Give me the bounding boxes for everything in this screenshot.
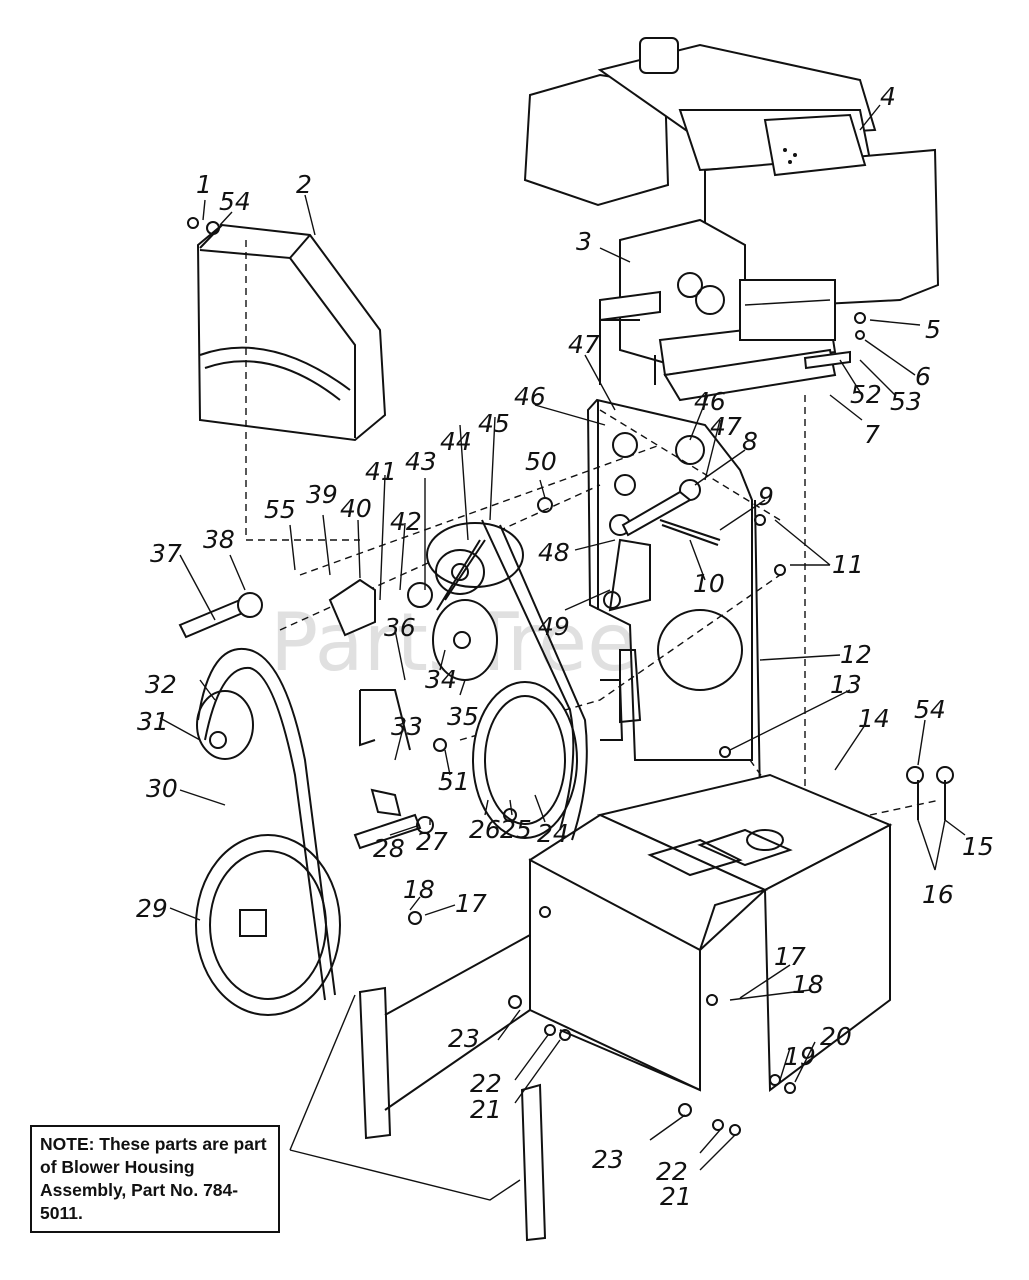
callout-40: 40 xyxy=(340,494,372,523)
callout-45: 45 xyxy=(478,409,510,438)
callout-27: 27 xyxy=(416,827,448,856)
callout-35: 35 xyxy=(447,702,479,731)
callout-5: 5 xyxy=(925,315,941,344)
frame-hole xyxy=(657,609,743,691)
callout-52: 52 xyxy=(850,380,882,409)
callout-16: 16 xyxy=(922,880,954,909)
pulley-24 xyxy=(472,681,578,839)
callout-42: 42 xyxy=(390,507,422,536)
bolt-28 xyxy=(353,813,422,850)
callout-50: 50 xyxy=(525,447,557,476)
callout-23-b: 23 xyxy=(592,1145,624,1174)
pulley-32 xyxy=(196,690,254,760)
callout-54-b: 54 xyxy=(914,695,946,724)
callout-29: 29 xyxy=(136,894,168,923)
callout-2: 2 xyxy=(296,170,312,199)
callout-38: 38 xyxy=(203,525,235,554)
callout-21-a: 21 xyxy=(470,1095,502,1124)
callout-47-a: 47 xyxy=(568,330,600,359)
callout-4: 4 xyxy=(880,82,896,111)
callout-22-b: 22 xyxy=(656,1157,688,1186)
callout-36: 36 xyxy=(384,613,416,642)
callout-21-b: 21 xyxy=(660,1182,692,1211)
callout-53: 53 xyxy=(890,387,922,416)
callout-46-a: 46 xyxy=(514,382,546,411)
callout-18-b: 18 xyxy=(792,970,824,999)
callout-25: 25 xyxy=(500,815,532,844)
callout-34: 34 xyxy=(425,665,457,694)
callout-20: 20 xyxy=(820,1022,852,1051)
callout-51: 51 xyxy=(438,767,470,796)
callout-7: 7 xyxy=(864,420,880,449)
callout-22-a: 22 xyxy=(470,1069,502,1098)
callout-8: 8 xyxy=(742,427,758,456)
callout-12: 12 xyxy=(840,640,872,669)
callout-19: 19 xyxy=(784,1042,816,1071)
callout-41: 41 xyxy=(365,457,397,486)
callout-6: 6 xyxy=(915,362,931,391)
callout-18-a: 18 xyxy=(403,875,435,904)
idler-bracket xyxy=(328,578,376,637)
callout-31: 31 xyxy=(137,707,169,736)
pulley-44 xyxy=(426,522,524,595)
callout-14: 14 xyxy=(858,704,890,733)
callout-17-a: 17 xyxy=(455,889,487,918)
callout-37: 37 xyxy=(150,539,182,568)
callout-10: 10 xyxy=(693,569,725,598)
callout-46-b: 46 xyxy=(694,387,726,416)
callout-24: 24 xyxy=(537,819,569,848)
right-side-strip xyxy=(520,1083,547,1242)
frame-plate xyxy=(586,398,761,801)
callout-3: 3 xyxy=(576,227,592,256)
callout-15: 15 xyxy=(962,832,994,861)
callout-17-b: 17 xyxy=(774,942,806,971)
belt-guard xyxy=(187,217,387,541)
callout-44: 44 xyxy=(440,427,472,456)
note-text: NOTE: These parts are part of Blower Hou… xyxy=(40,1134,267,1223)
callout-54: 54 xyxy=(219,187,251,216)
belt-45 xyxy=(481,519,588,841)
callout-28: 28 xyxy=(373,834,405,863)
belt-30 xyxy=(197,647,336,1001)
callout-11: 11 xyxy=(832,550,864,579)
callout-26: 26 xyxy=(469,815,501,844)
callout-55: 55 xyxy=(264,495,296,524)
note-box: NOTE: These parts are part of Blower Hou… xyxy=(30,1125,280,1233)
callout-30: 30 xyxy=(146,774,178,803)
blower-housing xyxy=(528,773,893,1092)
callout-33: 33 xyxy=(391,712,423,741)
engine-base-plate xyxy=(663,348,837,402)
callout-48: 48 xyxy=(538,538,570,567)
callout-labels: 1 54 2 4 3 5 6 52 53 7 47 46 46 47 8 50 … xyxy=(136,82,994,1211)
callout-23-a: 23 xyxy=(448,1024,480,1053)
bolt-37 xyxy=(178,598,247,639)
callout-49: 49 xyxy=(538,612,570,641)
left-side-strip xyxy=(358,986,392,1140)
callout-32: 32 xyxy=(145,670,177,699)
engine xyxy=(523,37,940,377)
callout-9: 9 xyxy=(758,482,774,511)
callout-43: 43 xyxy=(405,447,437,476)
callout-47-b: 47 xyxy=(710,412,742,441)
callout-39: 39 xyxy=(306,480,338,509)
callout-13: 13 xyxy=(830,670,862,699)
spring xyxy=(659,519,721,546)
pulley-29 xyxy=(195,834,341,1016)
callout-1: 1 xyxy=(196,170,212,199)
